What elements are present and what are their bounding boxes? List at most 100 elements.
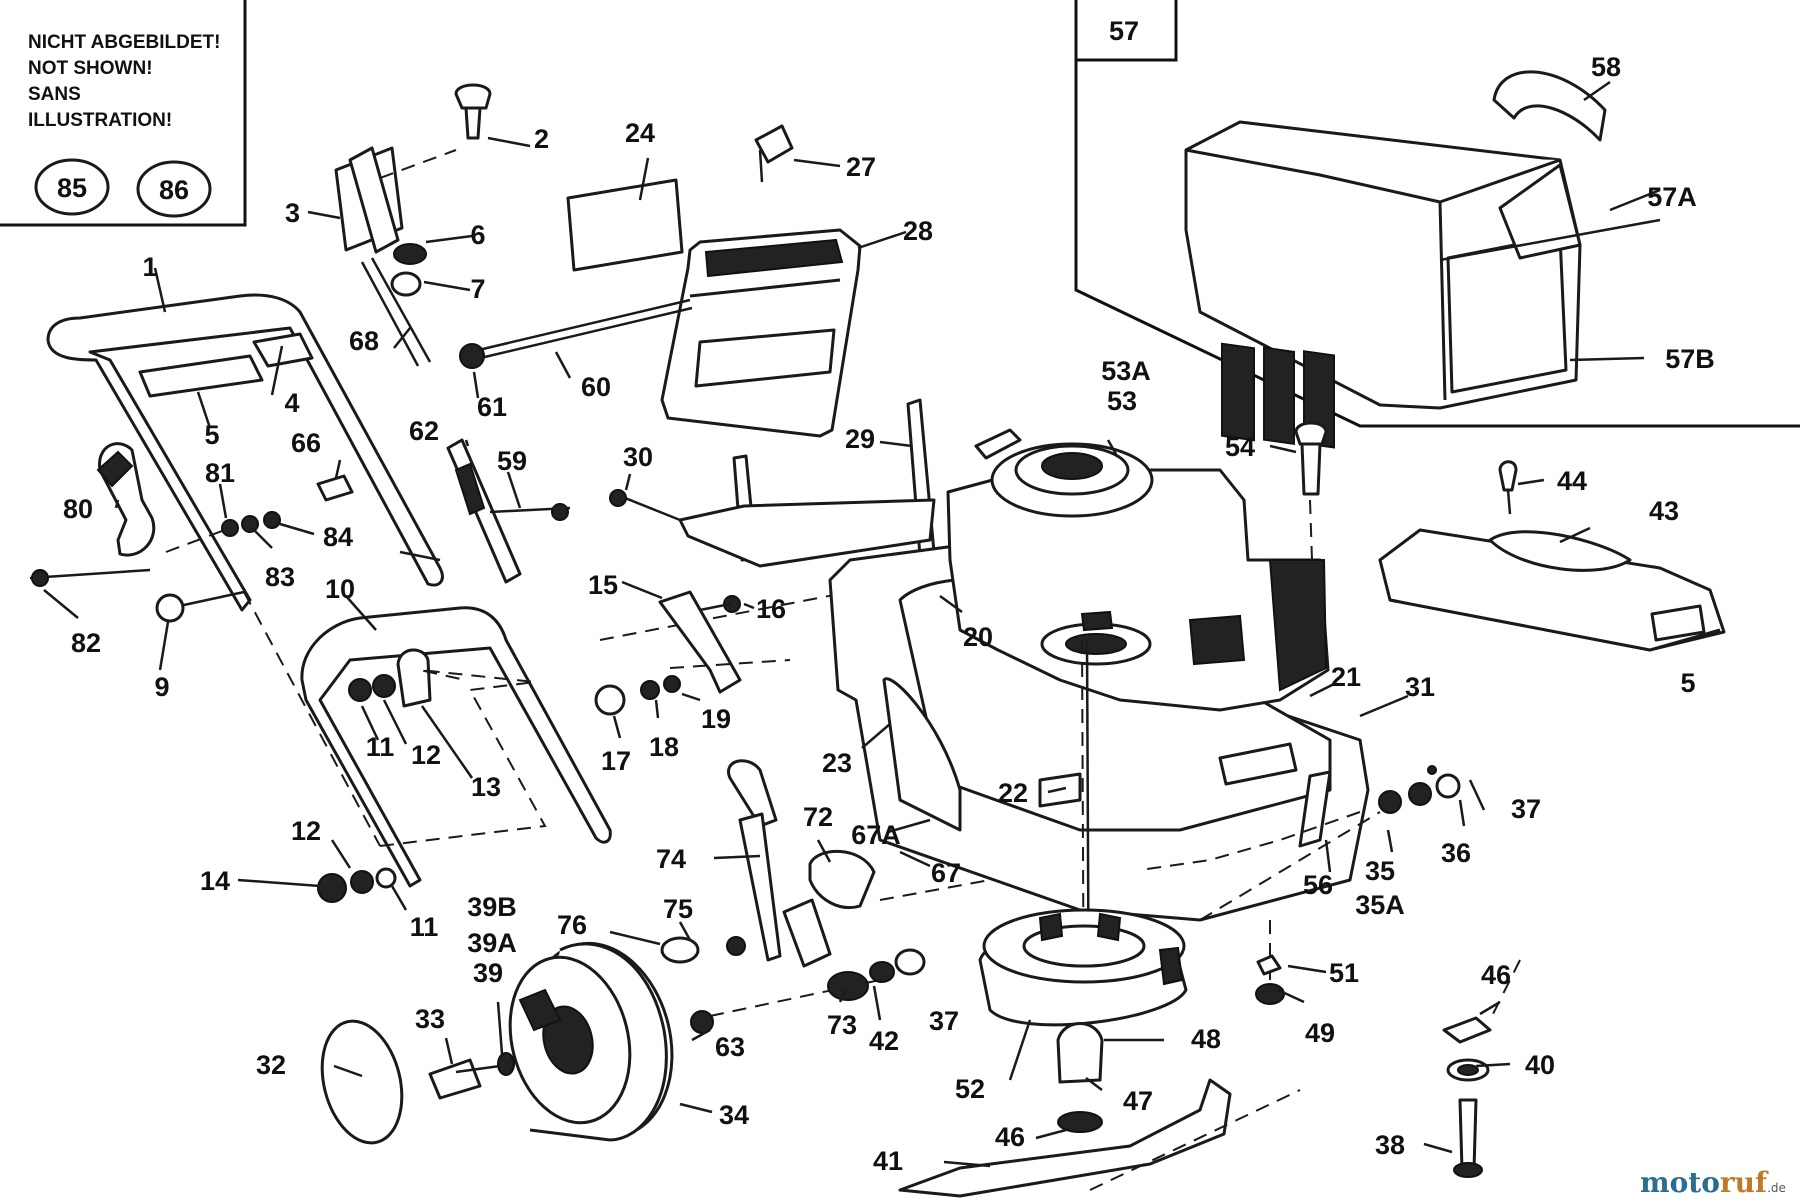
height-lever-grip (727, 759, 778, 828)
part-label: 35A (1355, 890, 1405, 920)
part-label: 20 (963, 622, 993, 652)
height-lever-arm (738, 812, 782, 962)
part-label: 36 (1441, 838, 1471, 868)
engine (946, 428, 1330, 712)
part-label: 24 (625, 118, 655, 148)
decal-24 (566, 178, 684, 272)
grass-catcher-inset: 57 (1074, 0, 1800, 449)
watermark-part-2: ruf (1720, 1166, 1769, 1199)
part-label: 2 (534, 124, 549, 154)
part-label: 83 (265, 562, 295, 592)
part-label: 56 (1303, 870, 1333, 900)
part-label: 46 (1481, 960, 1511, 990)
part-label: 57B (1665, 344, 1715, 374)
part-label: 10 (325, 574, 355, 604)
part-label: 34 (719, 1100, 749, 1130)
part-label: 37 (929, 1006, 959, 1036)
watermark-part-1: moto (1640, 1166, 1720, 1199)
part-label: 13 (471, 772, 501, 802)
part-label: 54 (1225, 432, 1255, 462)
part-label: 7 (470, 274, 485, 304)
part-label: 29 (845, 424, 875, 454)
note-part-86: 86 (159, 175, 189, 205)
part-label: 12 (411, 740, 441, 770)
part-label: 72 (803, 802, 833, 832)
not-shown-note: NICHT ABGEBILDET! NOT SHOWN! SANS ILLUST… (0, 0, 247, 227)
part-label: 37 (1511, 794, 1541, 824)
handle-knob (396, 648, 432, 708)
catcher-handle (1492, 70, 1607, 142)
part-label: 15 (588, 570, 618, 600)
note-line-3: SANS (28, 84, 81, 105)
part-label: 59 (497, 446, 527, 476)
part-label: 11 (410, 912, 439, 942)
note-part-circle-86 (136, 160, 212, 218)
part-label: 31 (1405, 672, 1435, 702)
part-label: 73 (827, 1010, 857, 1040)
deck-label-plate (1218, 742, 1298, 786)
bolt-2-head (454, 83, 492, 110)
part-label: 80 (63, 494, 93, 524)
part-label: 61 (477, 392, 507, 422)
part-label: 39B (467, 892, 517, 922)
part-label: 32 (256, 1050, 286, 1080)
upper-handle (46, 293, 444, 612)
bolt-54 (1294, 421, 1328, 446)
axle-bolt (428, 1058, 482, 1100)
part-label: 4 (284, 388, 299, 418)
part-label: 22 (998, 778, 1028, 808)
part-label: 41 (873, 1146, 903, 1176)
lower-handle (300, 606, 612, 888)
leader-lines (43, 80, 1611, 1168)
note-line-4: ILLUSTRATION! (28, 110, 172, 131)
inset-box-label: 57 (1109, 16, 1139, 46)
clip-27 (754, 124, 794, 164)
deflector-bracket (678, 498, 936, 568)
part-label: 38 (1375, 1130, 1405, 1160)
part-label: 6 (470, 220, 485, 250)
part-label: 47 (1123, 1086, 1153, 1116)
part-label: 23 (822, 748, 852, 778)
blade-adapter (978, 908, 1188, 1027)
part-label: 49 (1305, 1018, 1335, 1048)
hubcap (320, 1019, 404, 1145)
catcher-opening (1446, 234, 1568, 394)
part-label: 68 (349, 326, 379, 356)
catcher-vent-2 (1263, 346, 1295, 446)
part-label: 18 (649, 732, 679, 762)
part-label: 67A (851, 820, 901, 850)
height-lever (658, 590, 742, 694)
upper-handle-bar (46, 293, 444, 612)
part-label: 57A (1647, 182, 1697, 212)
catcher-vent-1 (1221, 342, 1255, 442)
part-label: 28 (903, 216, 933, 246)
part-label: 5 (1680, 668, 1695, 698)
part-label: 75 (663, 894, 693, 924)
note-line-2: NOT SHOWN! (28, 58, 153, 79)
part-label: 76 (557, 910, 587, 940)
lower-handle-bar (300, 606, 612, 888)
part-label: 11 (366, 732, 395, 762)
part-label: 35 (1365, 856, 1395, 886)
part-label: 42 (869, 1026, 899, 1056)
rear-wheel (508, 941, 674, 1142)
handle-control-panel (138, 354, 264, 398)
note-part-85: 85 (57, 173, 87, 203)
part-label: 5 (204, 420, 219, 450)
part-label: 16 (756, 594, 786, 624)
part-label: 63 (715, 1032, 745, 1062)
part-label: 39A (467, 928, 517, 958)
part-label: 74 (656, 844, 686, 874)
part-label: 40 (1525, 1050, 1555, 1080)
part-label: 30 (623, 442, 653, 472)
part-label: 9 (154, 672, 169, 702)
part-label: 1 (142, 252, 157, 282)
grass-catcher-top-edge (1185, 148, 1561, 204)
part-label: 3 (285, 198, 300, 228)
part-labels: 1 2 3 4 5 5 6 7 9 10 11 11 12 12 13 14 1… (63, 52, 1715, 1176)
part-label: 58 (1591, 52, 1621, 82)
part-label: 53A (1101, 356, 1151, 386)
part-label: 43 (1649, 496, 1679, 526)
part-label: 33 (415, 1004, 445, 1034)
